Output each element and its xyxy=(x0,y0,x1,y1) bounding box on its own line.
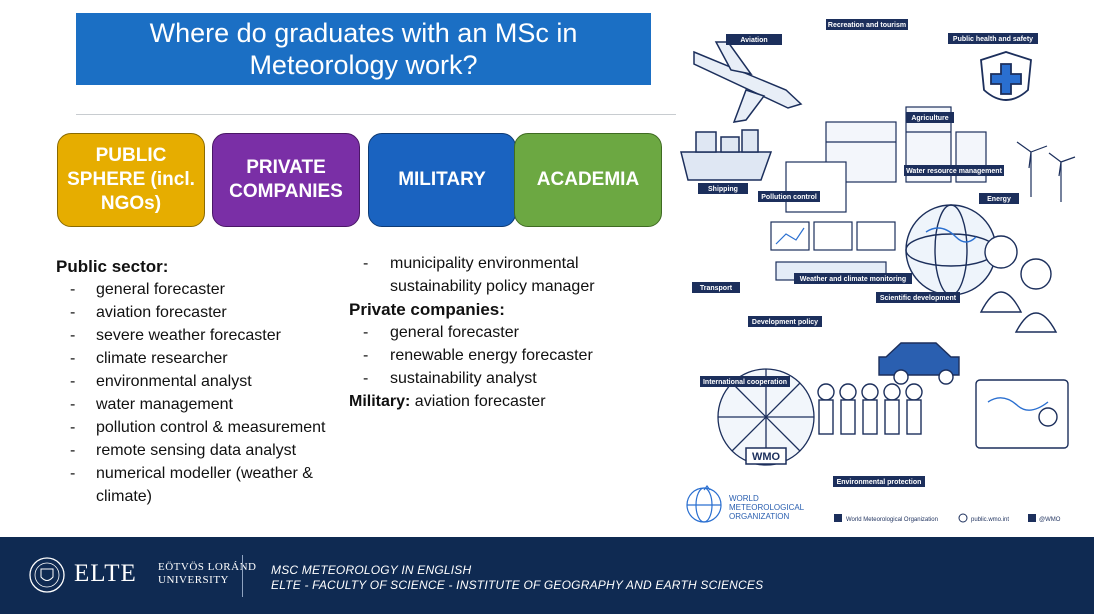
slide-title: Where do graduates with an MSc in Meteor… xyxy=(76,13,651,85)
people-sketch xyxy=(817,235,1058,435)
title-divider xyxy=(76,114,676,115)
list-item: -aviation forecaster xyxy=(70,304,227,321)
globe-icon xyxy=(905,204,997,296)
list-item: -renewable energy forecaster xyxy=(363,347,593,364)
military-text: aviation forecaster xyxy=(414,393,546,410)
health-shield-icon xyxy=(980,51,1032,101)
social-website: public.wmo.int xyxy=(971,517,1009,523)
car-icon xyxy=(878,342,960,385)
public-sector-list: Public sector: -general forecaster -avia… xyxy=(56,255,356,508)
elte-logo-subtitle: EÖTVÖS LORÁND UNIVERSITY xyxy=(158,561,257,586)
military-line: Military: aviation forecaster xyxy=(349,390,649,413)
public-sector-heading: Public sector: xyxy=(56,257,169,276)
social-facebook: World Meteorological Organization xyxy=(846,517,938,523)
elte-logo-text: ELTE xyxy=(74,560,137,587)
label-water: Water resource management xyxy=(906,168,1002,175)
label-pollution: Pollution control xyxy=(761,194,817,201)
wmo-globe-icon xyxy=(717,368,815,466)
category-military: MILITARY xyxy=(368,133,516,227)
label-scientific: Scientific development xyxy=(880,295,957,302)
list-item: -water management xyxy=(70,396,233,413)
military-heading: Military: xyxy=(349,393,411,410)
second-column: -municipality environmental sustainabili… xyxy=(349,252,649,413)
ship-icon xyxy=(680,129,773,181)
list-item: -climate researcher xyxy=(70,350,228,367)
list-item: -pollution control & measurement xyxy=(70,419,326,436)
footer-separator xyxy=(242,555,243,597)
footer-caption: MSC METEOROLOGY IN ENGLISH ELTE - FACULT… xyxy=(271,563,763,593)
wmo-badge: WMO xyxy=(752,451,781,463)
label-energy: Energy xyxy=(987,196,1011,203)
list-item: -remote sensing data analyst xyxy=(70,442,297,459)
list-item: -municipality environmental sustainabili… xyxy=(363,255,595,295)
label-development-policy: Development policy xyxy=(752,319,818,326)
social-twitter: @WMO xyxy=(1039,517,1061,523)
wmo-illustration: Aviation Recreation and tourism Public h… xyxy=(676,12,1078,532)
energy-sketch xyxy=(1016,141,1076,202)
label-shipping: Shipping xyxy=(708,186,738,193)
category-private-companies: PRIVATE COMPANIES xyxy=(212,133,360,227)
label-weather-monitoring: Weather and climate monitoring xyxy=(800,276,906,283)
label-environmental: Environmental protection xyxy=(837,479,922,486)
list-item: -general forecaster xyxy=(363,324,519,341)
label-transport: Transport xyxy=(700,285,733,292)
list-item: -numerical modeller (weather & climate) xyxy=(70,465,313,505)
list-item: -general forecaster xyxy=(70,281,225,298)
airplane-icon xyxy=(693,41,803,123)
list-item: -environmental analyst xyxy=(70,373,252,390)
private-companies-heading: Private companies: xyxy=(349,300,505,319)
tv-screen-icon xyxy=(975,379,1069,449)
label-agriculture: Agriculture xyxy=(911,115,948,122)
label-international: International cooperation xyxy=(703,379,787,386)
footer-bar: ELTE EÖTVÖS LORÁND UNIVERSITY MSC METEOR… xyxy=(0,537,1094,614)
list-item: -sustainability analyst xyxy=(363,370,537,387)
label-public-health: Public health and safety xyxy=(953,36,1033,43)
elte-seal-icon xyxy=(29,557,65,593)
footer-line1: MSC METEOROLOGY IN ENGLISH xyxy=(271,563,472,577)
category-academia: ACADEMIA xyxy=(514,133,662,227)
wmo-logo xyxy=(686,485,722,523)
label-aviation: Aviation xyxy=(740,37,767,44)
category-public-sphere: PUBLIC SPHERE (incl. NGOs) xyxy=(57,133,205,227)
footer-line2: ELTE - FACULTY OF SCIENCE - INSTITUTE OF… xyxy=(271,578,764,592)
label-recreation: Recreation and tourism xyxy=(828,22,906,29)
list-item: -severe weather forecaster xyxy=(70,327,281,344)
